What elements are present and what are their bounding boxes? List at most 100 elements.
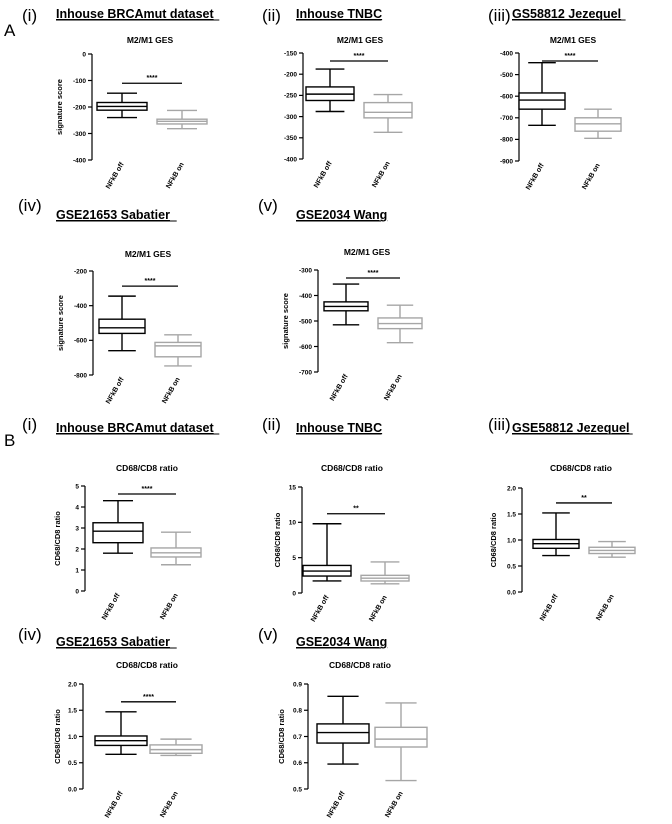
y-tick-label: 0.5 bbox=[293, 786, 302, 793]
y-tick-label: 1.0 bbox=[507, 537, 516, 544]
y-tick-label: -250 bbox=[284, 93, 297, 100]
subpanel-label: (i) bbox=[22, 415, 37, 434]
iqr-box bbox=[374, 726, 428, 748]
y-tick-label: -200 bbox=[284, 72, 297, 79]
y-tick-label: -100 bbox=[73, 78, 86, 85]
significance-label: **** bbox=[368, 270, 379, 277]
x-category-label: NFkB off bbox=[105, 376, 126, 405]
chart-title: M2/M1 GES bbox=[550, 35, 597, 45]
box-nfkb-off bbox=[316, 695, 370, 765]
y-tick-label: -600 bbox=[299, 344, 312, 351]
y-axis-label: CD68/CD8 ratio bbox=[277, 709, 286, 764]
subpanel-label: (ii) bbox=[262, 6, 281, 25]
box-nfkb-off bbox=[518, 62, 566, 127]
y-tick-label: 10 bbox=[289, 520, 297, 527]
y-tick-label: -400 bbox=[500, 50, 513, 57]
dataset-title: Inhouse BRCAmut dataset bbox=[56, 7, 214, 21]
y-axis-label: CD68/CD8 ratio bbox=[53, 709, 62, 764]
iqr-box bbox=[98, 318, 146, 335]
x-category-label: NFkB off bbox=[310, 594, 331, 623]
x-category-label: NFkB on bbox=[159, 593, 179, 621]
y-tick-label: 1.0 bbox=[68, 734, 77, 741]
dataset-title: GSE21653 Sabatier bbox=[56, 208, 170, 222]
box-nfkb-off bbox=[94, 711, 148, 756]
y-axis-label: CD68/CD8 ratio bbox=[273, 512, 282, 567]
dataset-title: Inhouse BRCAmut dataset bbox=[56, 421, 214, 435]
y-tick-label: -500 bbox=[299, 318, 312, 325]
box-nfkb-on bbox=[149, 738, 203, 757]
y-tick-label: 1 bbox=[75, 567, 79, 574]
dataset-title: GSE58812 Jezequel bbox=[512, 421, 629, 435]
y-tick-label: -350 bbox=[284, 135, 297, 142]
x-category-label: NFkB off bbox=[313, 160, 334, 189]
y-tick-label: -800 bbox=[74, 372, 87, 379]
subpanel-label: (iv) bbox=[18, 625, 42, 644]
x-category-label: NFkB on bbox=[581, 163, 601, 191]
x-category-label: NFkB off bbox=[326, 790, 347, 819]
box-nfkb-on bbox=[154, 334, 202, 367]
box-nfkb-off bbox=[98, 295, 146, 352]
x-category-label: NFkB on bbox=[383, 374, 403, 402]
x-category-label: NFkB off bbox=[525, 162, 546, 191]
x-category-label: NFkB on bbox=[165, 162, 185, 190]
y-tick-label: -600 bbox=[74, 338, 87, 345]
chart-title: M2/M1 GES bbox=[125, 249, 172, 259]
box-nfkb-on bbox=[360, 561, 410, 585]
y-tick-label: -900 bbox=[500, 158, 513, 165]
y-tick-label: 0.9 bbox=[293, 681, 302, 688]
y-tick-label: -700 bbox=[500, 115, 513, 122]
y-tick-label: 5 bbox=[75, 483, 79, 490]
significance-label: **** bbox=[565, 53, 576, 60]
y-tick-label: 0.7 bbox=[293, 734, 302, 741]
subpanel-label: (v) bbox=[258, 625, 278, 644]
y-tick-label: 2.0 bbox=[68, 681, 77, 688]
significance-label: ** bbox=[581, 495, 587, 502]
iqr-box bbox=[518, 92, 566, 110]
x-category-label: NFkB on bbox=[384, 791, 404, 819]
x-category-label: NFkB on bbox=[159, 791, 179, 819]
y-tick-label: 0.6 bbox=[293, 760, 302, 767]
y-tick-label: 0 bbox=[75, 588, 79, 595]
subpanel-label: (v) bbox=[258, 196, 278, 215]
y-axis-label: CD68/CD8 ratio bbox=[53, 511, 62, 566]
y-axis-label: signature score bbox=[56, 295, 65, 351]
y-tick-label: -200 bbox=[74, 268, 87, 275]
y-tick-label: 2 bbox=[75, 546, 79, 553]
subpanel-label: (i) bbox=[22, 6, 37, 25]
box-nfkb-off bbox=[323, 283, 369, 326]
box-nfkb-on bbox=[574, 108, 622, 140]
chart-title: CD68/CD8 ratio bbox=[550, 463, 612, 473]
y-tick-label: -400 bbox=[74, 303, 87, 310]
y-tick-label: -300 bbox=[299, 267, 312, 274]
x-category-label: NFkB on bbox=[371, 161, 391, 189]
dataset-title: Inhouse TNBC bbox=[296, 7, 382, 21]
y-tick-label: 0 bbox=[82, 51, 86, 58]
x-category-label: NFkB off bbox=[101, 592, 122, 621]
dataset-title: GSE2034 Wang bbox=[296, 208, 387, 222]
dataset-title: GS58812 Jezequel bbox=[512, 7, 621, 21]
dataset-title: Inhouse TNBC bbox=[296, 421, 382, 435]
y-axis-label: signature score bbox=[55, 79, 64, 135]
y-tick-label: 0.5 bbox=[68, 760, 77, 767]
box-nfkb-off bbox=[96, 92, 148, 119]
y-tick-label: -300 bbox=[73, 131, 86, 138]
chart-title: CD68/CD8 ratio bbox=[116, 660, 178, 670]
y-tick-label: 15 bbox=[289, 484, 297, 491]
significance-label: **** bbox=[145, 278, 156, 285]
iqr-box bbox=[92, 522, 144, 544]
y-tick-label: -800 bbox=[500, 137, 513, 144]
iqr-box bbox=[154, 341, 202, 358]
chart-title: M2/M1 GES bbox=[344, 247, 391, 257]
subpanel-label: (iv) bbox=[18, 196, 42, 215]
subpanel-label: (iii) bbox=[488, 6, 511, 25]
box-nfkb-on bbox=[377, 304, 423, 344]
x-category-label: NFkB on bbox=[595, 594, 615, 622]
y-tick-label: -600 bbox=[500, 94, 513, 101]
y-tick-label: -500 bbox=[500, 72, 513, 79]
